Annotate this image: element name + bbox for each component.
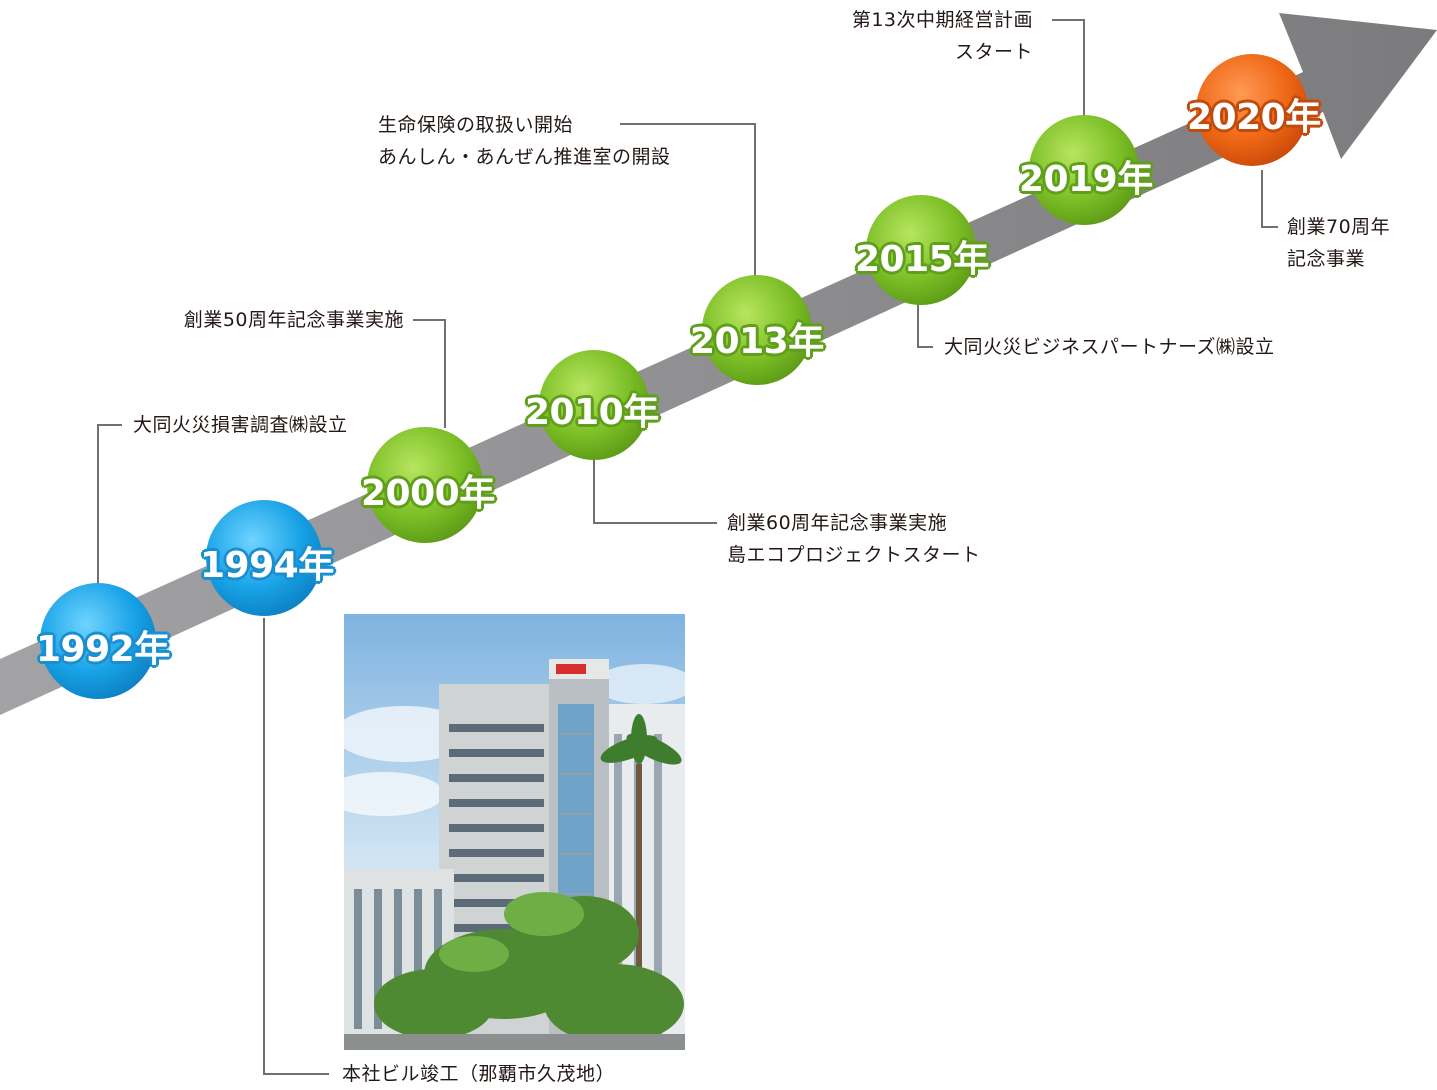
event-2019-line-2: スタート bbox=[954, 41, 1033, 63]
event-1992: 大同火災損害調査㈱設立 bbox=[133, 409, 348, 441]
event-2019: 第13次中期経営計画 スタート bbox=[800, 4, 1033, 68]
event-2000: 創業50周年記念事業実施 bbox=[142, 304, 404, 336]
event-2000-line-1: 創業50周年記念事業実施 bbox=[183, 309, 404, 331]
connector-2020 bbox=[1261, 170, 1278, 228]
event-2010: 創業60周年記念事業実施 島エコプロジェクトスタート bbox=[727, 507, 981, 571]
event-2015-line-1: 大同火災ビジネスパートナーズ㈱設立 bbox=[944, 336, 1275, 358]
event-2020-line-1: 創業70周年 bbox=[1287, 216, 1391, 238]
year-label-2000: 2000年 bbox=[361, 473, 495, 514]
connector-2013 bbox=[620, 123, 756, 278]
event-2010-line-1: 創業60周年記念事業実施 bbox=[727, 512, 948, 534]
year-label-2020: 2020年 bbox=[1187, 97, 1321, 138]
event-2013: 生命保険の取扱い開始 あんしん・あんぜん推進室の開設 bbox=[378, 109, 671, 173]
milestone-circles bbox=[40, 54, 1308, 699]
event-2015: 大同火災ビジネスパートナーズ㈱設立 bbox=[944, 331, 1275, 363]
milestone-circle-2015 bbox=[866, 195, 976, 305]
milestone-circle-2020 bbox=[1196, 54, 1308, 166]
connector-2015 bbox=[917, 300, 933, 348]
event-2020-line-2: 記念事業 bbox=[1287, 248, 1366, 270]
year-label-2015: 2015年 bbox=[855, 239, 989, 280]
year-label-1992: 1992年 bbox=[36, 629, 170, 670]
year-label-2019: 2019年 bbox=[1019, 159, 1153, 200]
connector-lines bbox=[97, 19, 1278, 1075]
connector-1994 bbox=[263, 618, 329, 1075]
year-label-1994: 1994年 bbox=[200, 545, 334, 586]
connector-2000 bbox=[413, 319, 446, 428]
year-label-2013: 2013年 bbox=[690, 321, 824, 362]
milestone-circle-1994 bbox=[206, 500, 322, 616]
headquarters-photo bbox=[344, 614, 685, 1050]
connector-2010 bbox=[593, 453, 717, 524]
event-2020: 創業70周年 記念事業 bbox=[1287, 211, 1390, 275]
connector-1992 bbox=[97, 424, 122, 586]
milestone-circle-2010 bbox=[539, 350, 649, 460]
connector-2019 bbox=[1052, 19, 1085, 117]
milestone-circle-1992 bbox=[40, 583, 156, 699]
milestone-circle-2019 bbox=[1029, 115, 1139, 225]
event-2019-line-1: 第13次中期経営計画 bbox=[851, 9, 1033, 31]
milestone-circle-2013 bbox=[702, 275, 812, 385]
photo-caption: 本社ビル竣工（那覇市久茂地） bbox=[342, 1063, 616, 1085]
event-1992-line-1: 大同火災損害調査㈱設立 bbox=[133, 414, 348, 436]
event-2013-line-1: 生命保険の取扱い開始 bbox=[378, 114, 574, 136]
event-2010-line-2: 島エコプロジェクトスタート bbox=[727, 544, 981, 566]
milestone-circle-2000 bbox=[367, 427, 483, 543]
year-label-2010: 2010年 bbox=[525, 392, 659, 433]
event-2013-line-2: あんしん・あんぜん推進室の開設 bbox=[378, 146, 671, 168]
